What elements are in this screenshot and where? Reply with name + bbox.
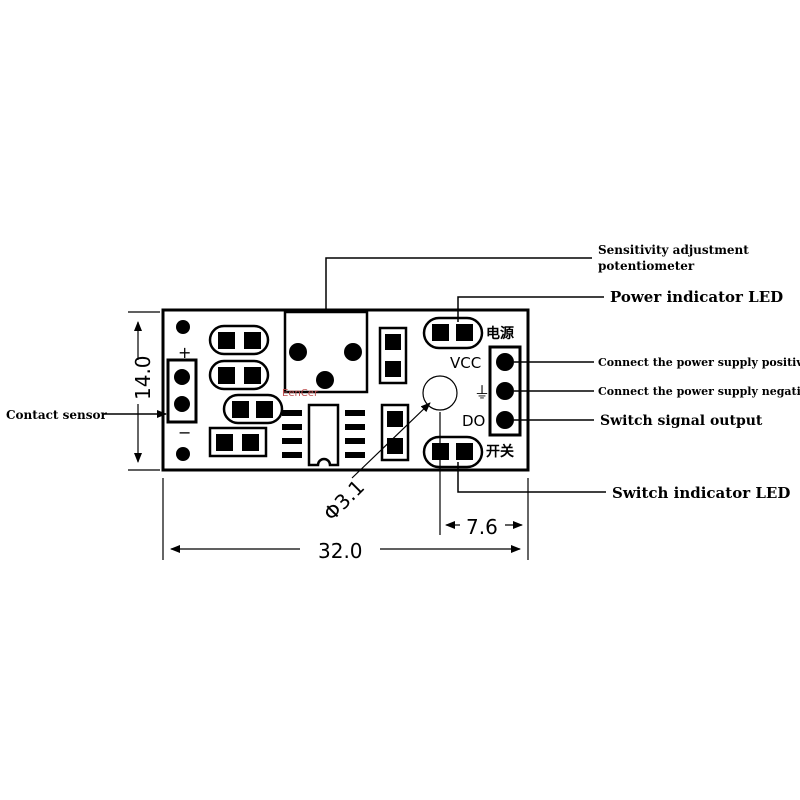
minus-mark: − — [178, 423, 191, 442]
plus-mark: + — [178, 343, 191, 362]
height-dimension — [128, 311, 160, 471]
switch-led-callout-line — [457, 462, 606, 493]
smd-component-5 — [378, 326, 408, 385]
power-led-label: Power indicator LED — [610, 288, 783, 306]
sensor-pin-1 — [174, 369, 190, 385]
pin-do — [496, 411, 514, 429]
contact-sensor-label: Contact sensor — [6, 408, 108, 422]
sensor-pin-2 — [174, 396, 190, 412]
potentiometer-callout-line — [325, 257, 592, 312]
vcc-pin-label: Connect the power supply positive — [598, 356, 800, 369]
switch-led-label: Switch indicator LED — [612, 484, 790, 502]
width-dim-text: 32.0 — [318, 539, 363, 563]
vcc-label: VCC — [450, 354, 481, 372]
smd-component-2 — [208, 359, 270, 391]
power-led — [422, 316, 484, 350]
switch-cn-label: 开关 — [486, 443, 514, 460]
potentiometer-label-2: potentiometer — [598, 259, 695, 273]
pot-pin-3 — [316, 371, 334, 389]
height-dim-text: 14.0 — [131, 355, 155, 400]
potentiometer-label-1: Sensitivity adjustment — [598, 243, 749, 257]
pin-gnd — [496, 382, 514, 400]
watermark-text: EenCer — [282, 388, 319, 399]
switch-led — [422, 435, 484, 469]
ic-chip — [282, 403, 365, 467]
gnd-symbol: ⏚ — [474, 383, 490, 402]
pot-pin-1 — [289, 343, 307, 361]
power-led-callout-line — [457, 296, 604, 322]
signal-pin-label: Switch signal output — [600, 413, 763, 429]
mounting-hole-phi — [422, 375, 458, 411]
offset-dimension — [439, 412, 523, 535]
mounting-hole-bottom — [176, 447, 190, 461]
mounting-hole-top — [176, 320, 190, 334]
power-cn-label: 电源 — [486, 325, 514, 342]
hole-dim-text: Φ3.1 — [319, 475, 370, 526]
pin-vcc — [496, 353, 514, 371]
smd-component-6 — [380, 403, 410, 462]
gnd-pin-label: Connect the power supply negative — [598, 385, 800, 398]
hole-dim-leader — [351, 402, 431, 479]
smd-component-3 — [222, 393, 284, 425]
pot-pin-2 — [344, 343, 362, 361]
offset-dim-text: 7.6 — [466, 515, 498, 539]
width-dimension — [162, 478, 529, 560]
smd-component-1 — [208, 324, 270, 356]
do-label: DO — [462, 412, 485, 430]
smd-component-4 — [208, 426, 268, 458]
